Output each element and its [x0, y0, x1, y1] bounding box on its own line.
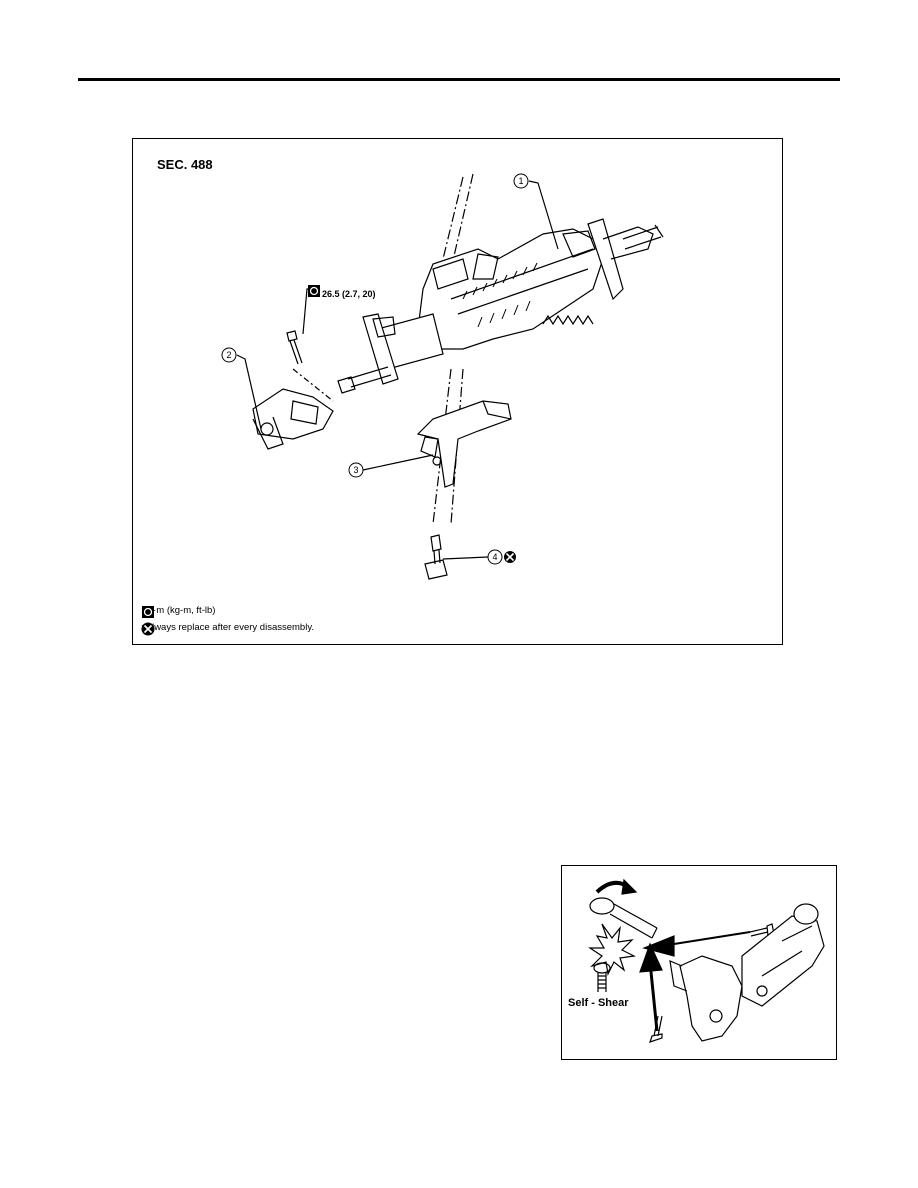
steering-column-exploded-figure: 1 2 3 4 SEC. 488 26.5 (2.7, 20) : N·m (k…: [132, 138, 783, 645]
section-label: SEC. 488: [157, 157, 213, 172]
callout-2-circle: [221, 347, 237, 363]
header-rule: [78, 78, 840, 81]
always-replace-x-icon: [141, 622, 155, 636]
callout-3: 3: [353, 465, 358, 475]
callout-3-circle: [348, 462, 364, 478]
torque-wrench-icon: [308, 285, 320, 297]
legend-torque: : N·m (kg-m, ft-lb): [141, 605, 216, 618]
steering-column-drawing: 1 2 3 4: [221, 173, 664, 580]
callout-4-circle: [487, 549, 503, 565]
callout-2: 2: [226, 350, 231, 360]
torque-wrench-icon: [142, 606, 154, 618]
self-shear-label: Self - Shear: [568, 997, 629, 1009]
callout-1: 1: [518, 176, 523, 186]
torque-spec: 26.5 (2.7, 20): [322, 289, 376, 299]
self-shear-drawing: [588, 878, 825, 1043]
callout-4: 4: [492, 552, 497, 562]
legend-replace-text: : Always replace after every disassembly…: [141, 622, 315, 633]
always-replace-x-icon: [504, 551, 516, 563]
callout-1-circle: [513, 173, 529, 189]
legend-torque-text: : N·m (kg-m, ft-lb): [141, 605, 216, 616]
self-shear-bolt-figure: Self - Shear: [561, 865, 837, 1060]
legend-replace: : Always replace after every disassembly…: [141, 622, 315, 636]
